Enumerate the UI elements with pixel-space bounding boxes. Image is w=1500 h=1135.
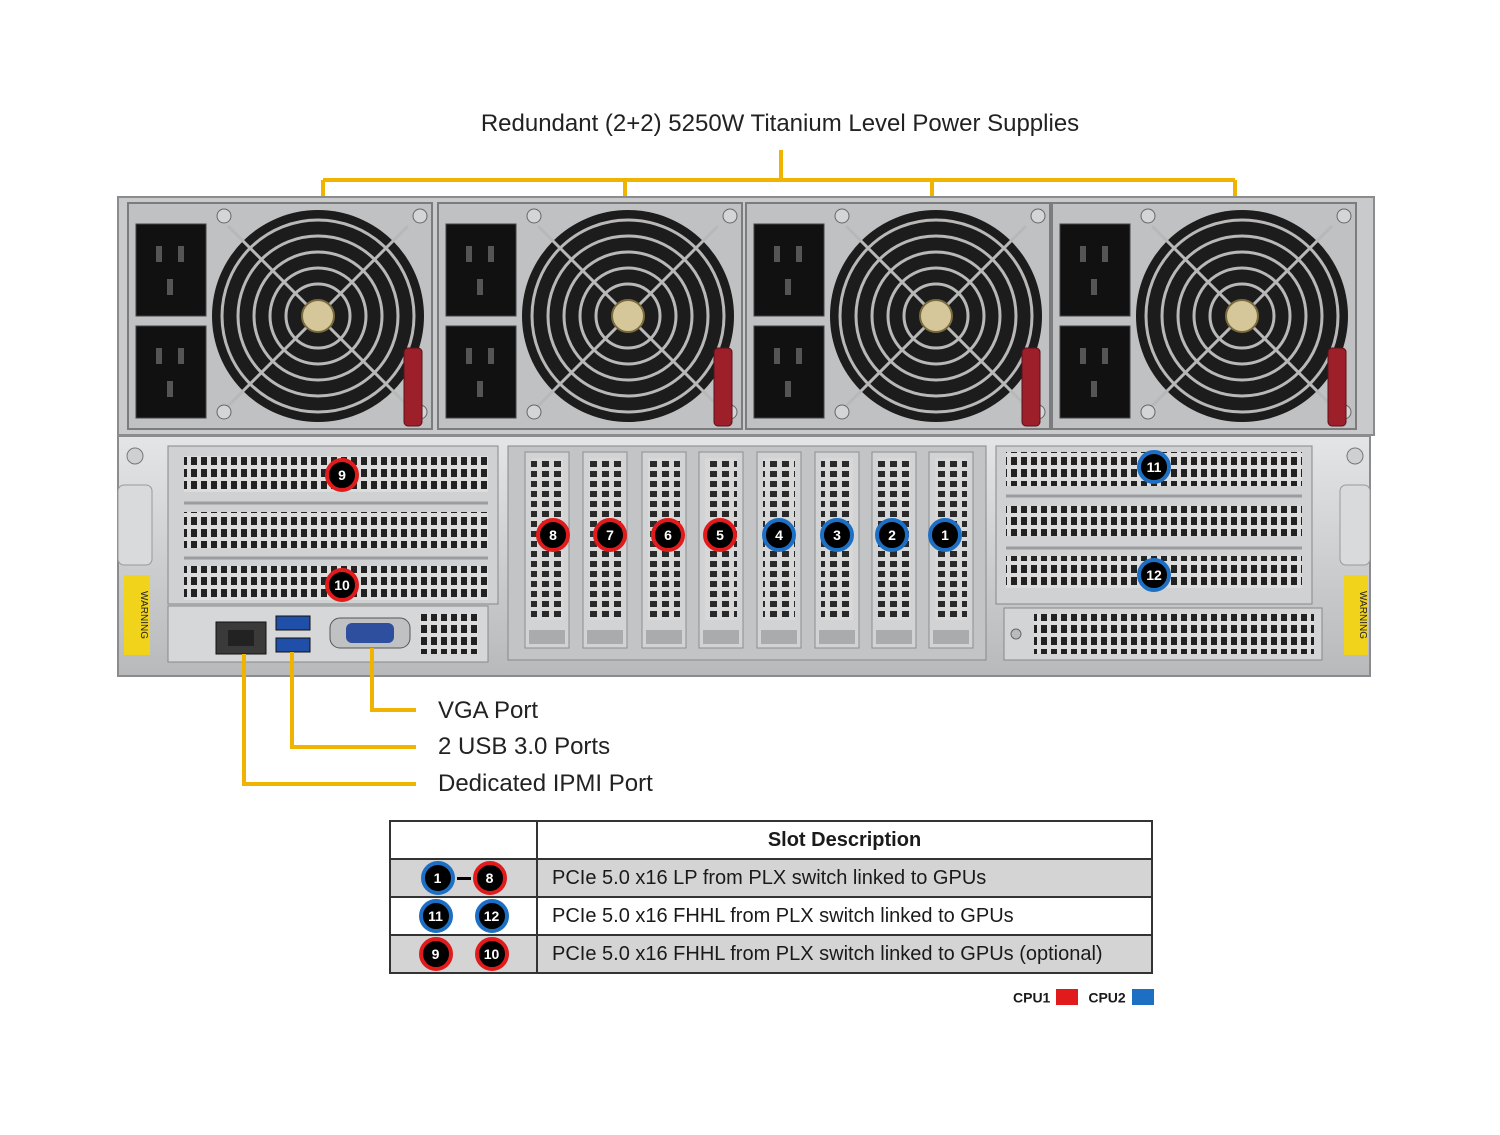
slot-badge: 11 <box>418 899 453 933</box>
port-callout-lines <box>242 648 416 786</box>
psu-release-handle <box>1327 347 1347 427</box>
fan-icon <box>522 210 734 422</box>
legend-cpu2-label: CPU2 <box>1088 989 1126 1006</box>
slot-number: 4 <box>775 527 783 543</box>
slot-number: 3 <box>833 527 841 543</box>
slot-number-badge: 2 <box>875 518 909 552</box>
slot-number: 5 <box>716 527 724 543</box>
slot-number: 9 <box>338 467 346 483</box>
slot-number-badge: 10 <box>325 568 359 602</box>
psu-release-handle <box>713 347 733 427</box>
slot-number-badge: 12 <box>1137 558 1171 592</box>
power-supply-1 <box>127 202 433 430</box>
slot-badge: 8 <box>472 861 507 895</box>
ac-inlet <box>753 325 825 419</box>
power-supply-2 <box>437 202 743 430</box>
slot-number: 7 <box>606 527 614 543</box>
power-supply-4 <box>1051 202 1357 430</box>
ac-inlet <box>135 325 207 419</box>
left-handle <box>117 484 153 566</box>
slot-number: 1 <box>941 527 949 543</box>
slot-number: 12 <box>1146 567 1162 583</box>
legend-cpu2-swatch <box>1131 989 1154 1006</box>
ac-inlet <box>1059 325 1131 419</box>
right-warning-text: WARNING <box>1357 591 1368 639</box>
legend-cpu1-swatch <box>1056 989 1079 1006</box>
right-handle <box>1339 484 1371 566</box>
slot-range-cell: 9 10 <box>389 934 538 974</box>
slot-number-badge: 7 <box>593 518 627 552</box>
ac-inlet <box>1059 223 1131 317</box>
ac-inlet <box>135 223 207 317</box>
slot-range-cell: 11 12 <box>389 896 538 936</box>
range-dash <box>456 876 471 880</box>
fan-icon <box>1136 210 1348 422</box>
power-supplies-title: Redundant (2+2) 5250W Titanium Level Pow… <box>480 110 1080 137</box>
cpu-legend: CPU1 CPU2 <box>1013 988 1164 1006</box>
left-warning-text: WARNING <box>138 591 149 639</box>
pcie-slot-bracket <box>698 451 744 649</box>
left-warning-sticker <box>124 575 150 655</box>
slot-badge: 1 <box>420 861 455 895</box>
slot-number-badge: 9 <box>325 458 359 492</box>
slot-description: PCIe 5.0 x16 LP from PLX switch linked t… <box>536 858 1153 898</box>
slot-number-badge: 3 <box>820 518 854 552</box>
slot-number-badge: 5 <box>703 518 737 552</box>
ac-inlet <box>445 325 517 419</box>
psu-release-handle <box>403 347 423 427</box>
ipmi-port-label: Dedicated IPMI Port <box>438 770 653 797</box>
slot-number-badge: 6 <box>651 518 685 552</box>
ac-inlet <box>445 223 517 317</box>
table-header-title: Slot Description <box>536 820 1153 860</box>
ac-inlet <box>753 223 825 317</box>
slot-number: 2 <box>888 527 896 543</box>
usb-port-bottom <box>275 637 311 653</box>
vga-port-label: VGA Port <box>438 697 539 724</box>
usb-ports-label: 2 USB 3.0 Ports <box>438 733 611 760</box>
slot-badge: 10 <box>474 937 509 971</box>
right-warning-sticker <box>1344 575 1368 655</box>
slot-badge: 12 <box>474 899 509 933</box>
slot-description: PCIe 5.0 x16 FHHL from PLX switch linked… <box>536 896 1153 936</box>
table-row: 9 10 PCIe 5.0 x16 FHHL from PLX switch li… <box>389 934 1153 974</box>
table-header-icons <box>389 820 538 860</box>
slot-number-badge: 11 <box>1137 450 1171 484</box>
fan-icon <box>830 210 1042 422</box>
slot-number: 8 <box>549 527 557 543</box>
slot-description: PCIe 5.0 x16 FHHL from PLX switch linked… <box>536 934 1153 974</box>
table-row: 11 12 PCIe 5.0 x16 FHHL from PLX switch l… <box>389 896 1153 936</box>
psu-release-handle <box>1021 347 1041 427</box>
power-supply-units <box>127 202 1357 430</box>
slot-badge: 9 <box>418 937 453 971</box>
slot-number: 11 <box>1147 459 1162 475</box>
legend-cpu1-label: CPU1 <box>1013 989 1051 1006</box>
slot-number: 6 <box>664 527 672 543</box>
fan-icon <box>212 210 424 422</box>
slot-number-badge: 4 <box>762 518 796 552</box>
usb-port-top <box>275 615 311 631</box>
slot-number-badge: 8 <box>536 518 570 552</box>
slot-number: 10 <box>334 577 350 593</box>
table-header-row: Slot Description <box>389 820 1153 860</box>
power-supply-3 <box>745 202 1051 430</box>
slot-number-badge: 1 <box>928 518 962 552</box>
